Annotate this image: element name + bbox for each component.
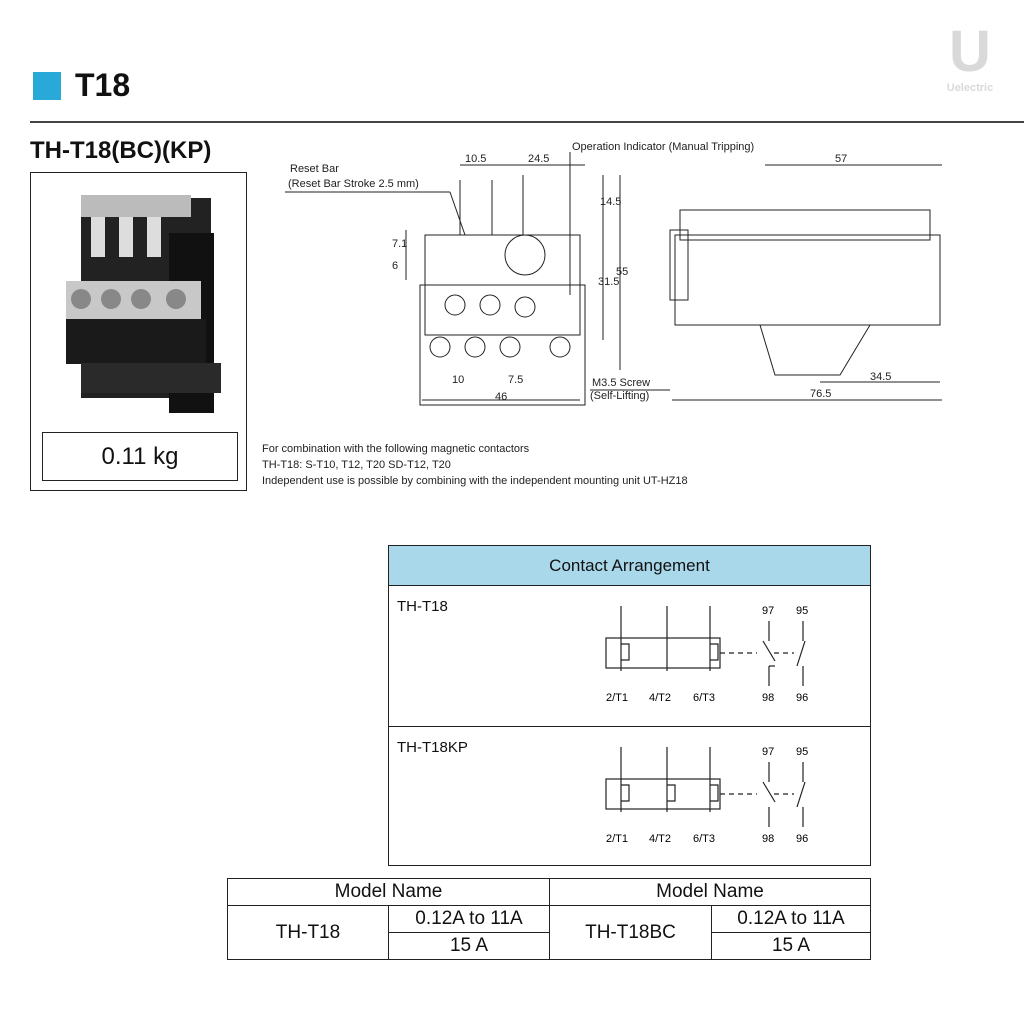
dim-label: 24.5 bbox=[528, 153, 549, 165]
dim-label: 31.5 bbox=[598, 276, 619, 288]
terminal-label: 98 bbox=[762, 692, 774, 704]
model-name: TH-T18 bbox=[227, 905, 389, 960]
dim-label: 7.5 bbox=[508, 374, 523, 386]
dim-label: 6 bbox=[392, 260, 398, 272]
current-range: 0.12A to 11A bbox=[388, 905, 550, 933]
note-line: For combination with the following magne… bbox=[262, 443, 530, 455]
terminal-label: 2/T1 bbox=[606, 833, 628, 845]
max-current: 15 A bbox=[388, 932, 550, 960]
reset-bar-stroke-label: (Reset Bar Stroke 2.5 mm) bbox=[288, 178, 419, 190]
model-name-header: Model Name bbox=[549, 878, 871, 906]
dim-label: 55 bbox=[616, 266, 628, 278]
contact-row: TH-T18 97 95 2/T1 4/T2 6/T3 98 96 bbox=[389, 586, 870, 727]
max-current: 15 A bbox=[711, 932, 871, 960]
product-photo bbox=[66, 195, 221, 413]
contact-arrangement-header: Contact Arrangement bbox=[389, 546, 870, 586]
terminal-label: 96 bbox=[796, 692, 808, 704]
contact-model-label: TH-T18 bbox=[397, 598, 448, 615]
dimension-drawing: Reset Bar (Reset Bar Stroke 2.5 mm) Oper… bbox=[285, 141, 942, 406]
dim-label: 46 bbox=[495, 391, 507, 403]
dim-label: 7.1 bbox=[392, 238, 407, 250]
contact-diagram: 97 95 2/T1 4/T2 6/T3 98 96 bbox=[605, 746, 808, 845]
divider bbox=[30, 121, 1024, 123]
contact-row: TH-T18KP 97 95 2/T1 4/T2 6/T3 98 96 bbox=[389, 727, 870, 867]
terminal-label: 4/T2 bbox=[649, 692, 671, 704]
note-line: Independent use is possible by combining… bbox=[262, 475, 688, 487]
dim-label: 34.5 bbox=[870, 371, 891, 383]
operation-indicator-label: Operation Indicator (Manual Tripping) bbox=[572, 141, 754, 153]
note-line: TH-T18: S-T10, T12, T20 SD-T12, T20 bbox=[262, 459, 451, 471]
contact-model-label: TH-T18KP bbox=[397, 739, 468, 756]
screw-note-label: (Self-Lifting) bbox=[590, 390, 649, 402]
model-name-header: Model Name bbox=[227, 878, 550, 906]
terminal-label: 6/T3 bbox=[693, 692, 715, 704]
terminal-label: 97 bbox=[762, 605, 774, 617]
dim-label: 76.5 bbox=[810, 388, 831, 400]
contact-arrangement-table: Contact Arrangement TH-T18 97 95 2/T1 4/… bbox=[388, 545, 871, 866]
model-table: Model Name Model Name TH-T18 0.12A to 11… bbox=[227, 878, 871, 960]
terminal-label: 6/T3 bbox=[693, 833, 715, 845]
notes: For combination with the following magne… bbox=[262, 441, 688, 489]
logo: U Uelectric bbox=[930, 19, 1010, 95]
current-range: 0.12A to 11A bbox=[711, 905, 871, 933]
section-marker bbox=[33, 72, 61, 100]
dim-label: 10 bbox=[452, 374, 464, 386]
model-name: TH-T18BC bbox=[549, 905, 712, 960]
product-photo-box bbox=[30, 172, 247, 491]
weight-value: 0.11 kg bbox=[42, 432, 238, 481]
terminal-label: 98 bbox=[762, 833, 774, 845]
terminal-label: 97 bbox=[762, 746, 774, 758]
dim-label: 14.5 bbox=[600, 196, 621, 208]
dim-label: 10.5 bbox=[465, 153, 486, 165]
contact-diagram: 97 95 2/T1 4/T2 6/T3 98 96 bbox=[605, 605, 808, 704]
terminal-label: 96 bbox=[796, 833, 808, 845]
page-title: T18 bbox=[75, 67, 131, 103]
dim-label: 57 bbox=[835, 153, 847, 165]
product-name: TH-T18(BC)(KP) bbox=[30, 137, 212, 164]
terminal-label: 95 bbox=[796, 605, 808, 617]
terminal-label: 2/T1 bbox=[606, 692, 628, 704]
logo-mark: U bbox=[949, 19, 991, 84]
logo-text: Uelectric bbox=[946, 82, 994, 94]
reset-bar-label: Reset Bar bbox=[290, 163, 339, 175]
terminal-label: 4/T2 bbox=[649, 833, 671, 845]
screw-label: M3.5 Screw bbox=[592, 377, 650, 389]
terminal-label: 95 bbox=[796, 746, 808, 758]
